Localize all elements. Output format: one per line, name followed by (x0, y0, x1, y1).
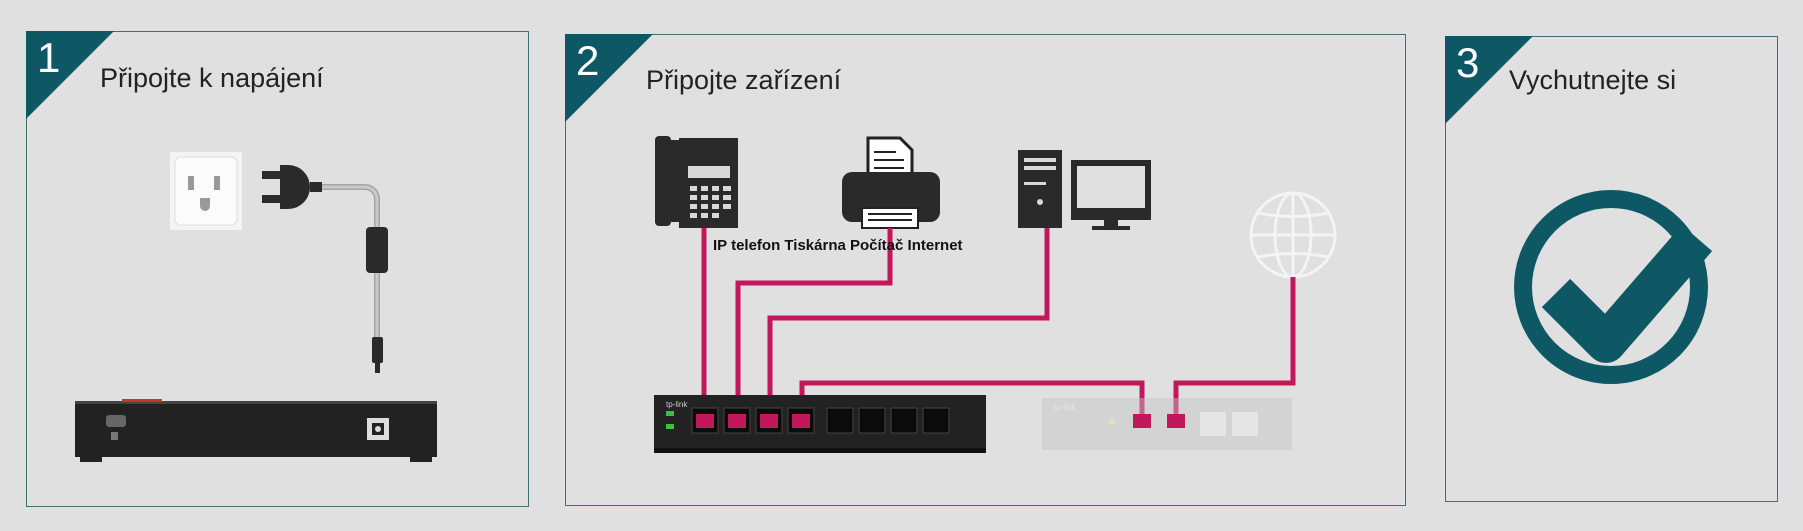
step-3-title: Vychutnejte si (1509, 65, 1677, 95)
ip-phone-icon (655, 136, 738, 228)
switch-brand-label: tp-link (666, 400, 688, 409)
switch-rear-panel (75, 399, 437, 462)
step-2-number: 2 (576, 37, 600, 84)
step-2-corner (565, 34, 653, 122)
device-labels: IP telefon Tiskárna Počítač Internet (713, 237, 963, 254)
step-1-corner (26, 31, 114, 119)
step-2-panel: 2 Připojte zařízení (565, 34, 1406, 506)
printer-icon (842, 136, 940, 229)
step-3-panel: 3 Vychutnejte si (1445, 36, 1778, 502)
step-1-title: Připojte k napájení (100, 63, 324, 93)
uplink-switch-ports (1133, 414, 1185, 428)
power-plug-icon (262, 165, 322, 209)
computer-icon (1018, 150, 1151, 230)
step-3-number: 3 (1456, 39, 1480, 86)
step-2-title: Připojte zařízení (646, 65, 842, 95)
network-cables (701, 228, 1296, 418)
switch-front-panel: tp-link (654, 395, 986, 453)
power-cable (322, 184, 388, 373)
step-1-number: 1 (37, 34, 61, 81)
uplink-switch-brand-label: tp-link (1054, 403, 1076, 412)
step-3-corner (1445, 36, 1533, 124)
step-1-panel: 1 Připojte k napájení (26, 31, 529, 507)
globe-icon (1249, 191, 1337, 279)
power-outlet-icon (170, 152, 242, 230)
checkmark-icon (1514, 190, 1713, 384)
